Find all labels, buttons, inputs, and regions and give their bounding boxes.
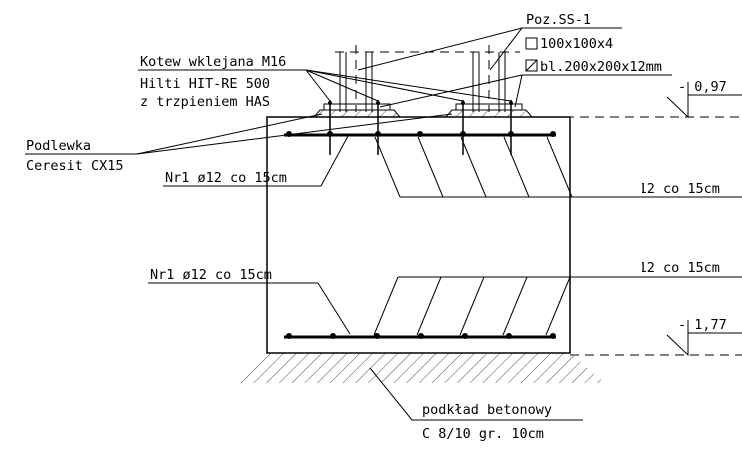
anchor-label-line3: z trzpieniem HAS — [140, 94, 270, 110]
blinding-hatch — [240, 352, 605, 383]
square-section-icon — [525, 37, 538, 50]
blinding-label-line1: podkład betonowy — [422, 402, 552, 418]
blinding-label-line2: C 8/10 gr. 10cm — [422, 426, 544, 442]
base-plates — [312, 103, 534, 118]
rebar-bottom-right-label: Nr1 ø12 co 15cm — [598, 260, 720, 276]
leader-lines — [25, 27, 742, 421]
rebar-top-right-label: Nr1 ø12 co 15cm — [598, 181, 720, 197]
grout-label-line1: Podlewka — [26, 138, 91, 154]
elevation-bottom-label: - 1,77 — [678, 317, 727, 333]
elevation-top-label: - 0,97 — [678, 79, 727, 95]
top-reinforcement — [284, 131, 556, 137]
section-symbols — [525, 37, 538, 72]
column-section-label: 100x100x4 — [540, 36, 613, 52]
anchor-label-line2: Hilti HIT-RE 500 — [140, 76, 270, 92]
elevation-markers — [666, 82, 742, 357]
rebar-top-left-label: Nr1 ø12 co 15cm — [165, 170, 287, 186]
column-position-label: Poz.SS-1 — [526, 12, 591, 28]
reference-lines — [295, 51, 742, 356]
foundation-outline — [266, 116, 571, 354]
grout-label-line2: Ceresit CX15 — [26, 158, 124, 174]
anchor-bolts — [328, 100, 513, 155]
rebar-bottom-left-label: Nr1 ø12 co 15cm — [150, 267, 272, 283]
text-labels: Kotew wklejana M16 Hilti HIT-RE 500 z tr… — [26, 12, 727, 442]
base-plate-label: bl.200x200x12mm — [540, 59, 662, 75]
bottom-reinforcement — [284, 333, 556, 339]
plate-section-icon — [525, 59, 538, 72]
anchor-label-line1: Kotew wklejana M16 — [140, 54, 286, 70]
steel-columns — [339, 45, 506, 112]
